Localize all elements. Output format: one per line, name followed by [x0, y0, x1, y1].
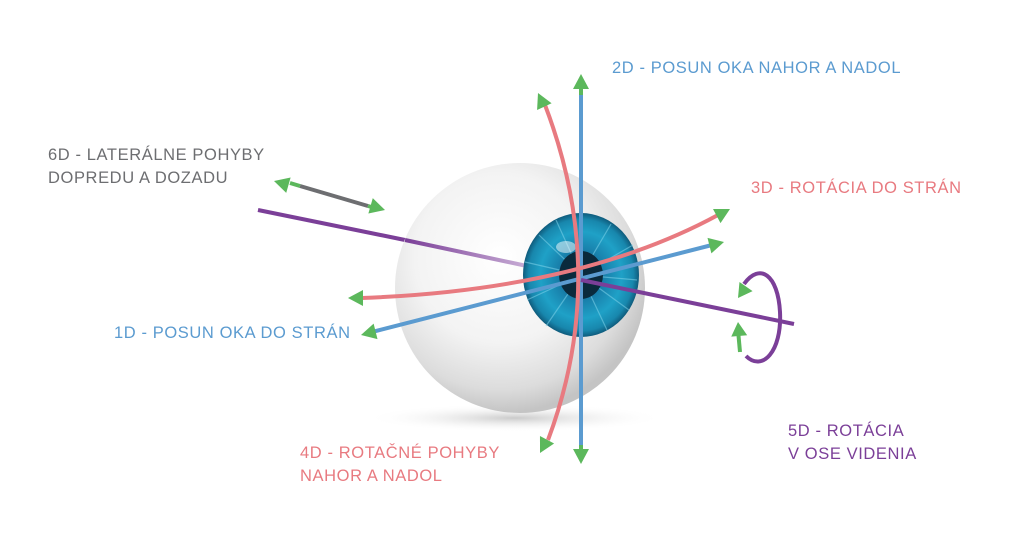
green-arrowhead-icon	[738, 281, 753, 298]
label-6d-line1: 6D - LATERÁLNE POHYBY	[48, 145, 265, 164]
green-arrowhead-icon	[731, 322, 748, 337]
label-3d: 3D - ROTÁCIA DO STRÁN	[751, 178, 962, 197]
axis-3d	[348, 208, 730, 306]
green-arrowhead-icon	[361, 323, 378, 340]
axis-4d	[537, 93, 581, 453]
axis-5d-right	[580, 278, 795, 326]
green-arrowhead-icon	[573, 449, 589, 464]
green-arrowhead-icon	[537, 93, 552, 110]
green-arrowhead-icon	[707, 237, 724, 254]
label-4d-line2: NAHOR A NADOL	[300, 467, 443, 485]
label-5d-line1: 5D - ROTÁCIA	[788, 421, 904, 440]
green-arrowhead-icon	[713, 208, 730, 224]
label-1d: 1D - POSUN OKA DO STRÁN	[114, 323, 351, 342]
axis-1d	[361, 237, 724, 340]
label-5d-line2: V OSE VIDENIA	[788, 445, 917, 463]
green-arrowhead-icon	[274, 177, 291, 193]
axis-6d	[274, 177, 385, 214]
label-4d-line1: 4D - ROTAČNÉ POHYBY	[300, 443, 500, 462]
label-6d-line2: DOPREDU A DOZADU	[48, 169, 228, 187]
green-arrowhead-icon	[573, 74, 589, 89]
green-arrowhead-icon	[539, 436, 555, 453]
label-2d: 2D - POSUN OKA NAHOR A NADOL	[612, 59, 901, 77]
eyeball-shadow	[365, 404, 665, 432]
green-arrowhead-icon	[348, 290, 363, 306]
green-arrowhead-icon	[368, 198, 385, 214]
axis-5d-left	[257, 208, 406, 242]
rotation-ring-5d	[731, 271, 783, 364]
